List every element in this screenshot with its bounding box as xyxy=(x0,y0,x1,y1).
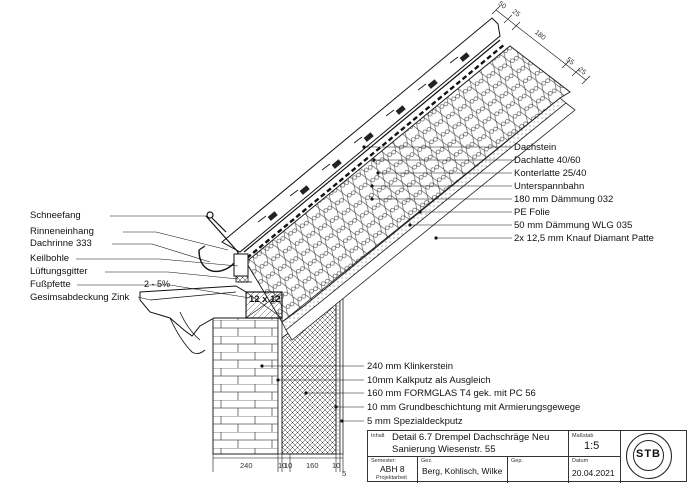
label-kalkputz: 10mm Kalkputz als Ausgleich xyxy=(367,375,491,386)
eaves-board xyxy=(233,253,249,277)
label-daemmung-180: 180 mm Dämmung 032 xyxy=(514,194,614,205)
leader-lines-roof xyxy=(364,146,512,239)
beam-size-label: 12 x 12 xyxy=(249,294,281,305)
tb-gep-label: Gep. xyxy=(511,458,523,464)
tb-authors: Berg, Kohlisch, Wilke xyxy=(422,466,503,476)
label-keilbohle: Keilbohle xyxy=(30,253,70,264)
label-dachlatte: Dachlatte 40/60 xyxy=(514,155,581,166)
render-base-coat xyxy=(335,295,341,455)
tb-gez-label: Gez. xyxy=(421,458,433,464)
snow-guard xyxy=(205,211,239,253)
label-grundbeschichtung: 10 mm Grundbeschichtung mit Armierungsge… xyxy=(367,402,581,413)
slope-label: 2 - 5% xyxy=(144,279,171,289)
label-konterlatte: Konterlatte 25/40 xyxy=(514,168,587,179)
label-unterspannbahn: Unterspannbahn xyxy=(514,181,585,192)
inner-insulation-layer xyxy=(285,102,576,341)
lime-plaster-layer xyxy=(277,317,283,455)
dim-bottom-10c: 10 xyxy=(332,461,341,470)
top-dimension-chain xyxy=(491,5,591,85)
tb-projekt: Projektarbeit xyxy=(376,475,407,481)
finish-plaster xyxy=(339,295,344,455)
tb-scale: 1:5 xyxy=(584,440,600,452)
tb-datum-label: Datum xyxy=(572,458,589,464)
dim-bottom-240: 240 xyxy=(240,461,253,470)
tb-date: 20.04.2021 xyxy=(572,468,615,478)
label-knauf: 2x 12,5 mm Knauf Diamant Patte xyxy=(514,233,654,244)
label-rinneneinhang: Rinneneinhang xyxy=(30,226,94,237)
dim-bottom-10b: 10 xyxy=(284,461,293,470)
stb-logo: STB xyxy=(626,433,672,479)
label-lueftungsgitter: Lüftungsgitter xyxy=(30,266,88,277)
stb-logo-text: STB xyxy=(636,448,661,460)
brick-wall xyxy=(212,317,279,455)
label-pe-folie: PE Folie xyxy=(514,207,550,218)
label-klinkerstein: 240 mm Klinkerstein xyxy=(367,361,454,372)
tb-inhalt-label: Inhalt xyxy=(371,433,385,439)
tb-semester-label: Semester: xyxy=(371,458,397,464)
tb-title-line2: Sanierung Wiesenstr. 55 xyxy=(392,444,496,455)
tb-scale-label: Maßstab xyxy=(572,433,594,439)
label-deckputz: 5 mm Spezialdeckputz xyxy=(367,416,463,427)
label-dachstein: Dachstein xyxy=(514,142,557,153)
bottom-dimension-chain xyxy=(212,454,344,472)
tb-semester: ABH 8 xyxy=(380,464,405,474)
title-block: Inhalt Detail 6.7 Drempel Dachschräge Ne… xyxy=(367,430,687,483)
label-gesimsabdeckung: Gesimsabdeckung Zink xyxy=(30,292,130,303)
label-dachrinne: Dachrinne 333 xyxy=(30,238,92,249)
label-schneefang: Schneefang xyxy=(30,210,81,221)
tb-title-line1: Detail 6.7 Drempel Dachschräge Neu xyxy=(392,432,550,443)
label-fusspfette: Fußpfette xyxy=(30,279,71,290)
dim-bottom-10a: 10 xyxy=(278,461,287,470)
leader-lines-left xyxy=(76,215,251,301)
label-formglas: 160 mm FORMGLAS T4 gek. mit PC 56 xyxy=(367,388,536,399)
dim-bottom-160: 160 xyxy=(306,461,319,470)
dim-bottom-5: 5 xyxy=(342,469,347,478)
label-daemmung-50: 50 mm Dämmung WLG 035 xyxy=(514,220,633,231)
leader-lines-wall xyxy=(262,365,364,422)
